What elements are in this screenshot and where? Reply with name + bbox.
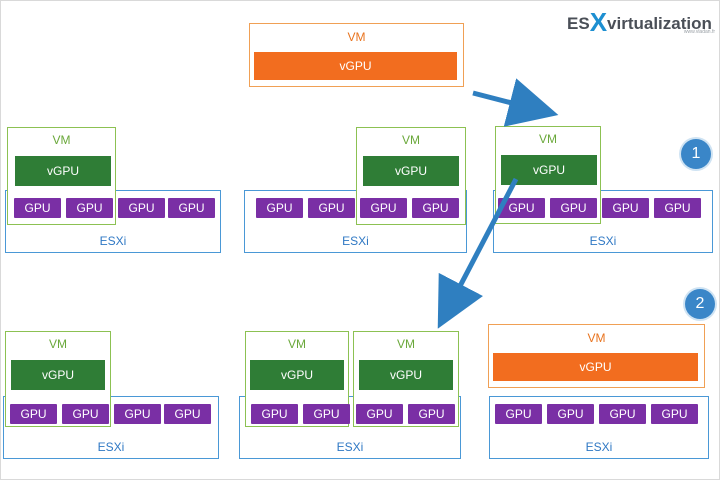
step-badge-1: 1: [681, 139, 711, 169]
gpu-block: GPU: [599, 404, 646, 424]
vgpu-block: vGPU: [254, 52, 457, 80]
gpu-block: GPU: [498, 198, 545, 218]
esxi-label: ESXi: [585, 440, 613, 454]
gpu-block: GPU: [654, 198, 701, 218]
gpu-block: GPU: [412, 198, 459, 218]
gpu-block: GPU: [651, 404, 698, 424]
vgpu-block: vGPU: [11, 360, 105, 390]
vgpu-block: vGPU: [501, 155, 597, 185]
gpu-block: GPU: [550, 198, 597, 218]
esxi-label: ESXi: [589, 234, 617, 248]
gpu-block: GPU: [602, 198, 649, 218]
esx-virtualization-logo: ESXvirtualization www.vladan.fr: [567, 7, 715, 37]
gpu-block: GPU: [164, 404, 211, 424]
vm-label: VM: [539, 132, 557, 146]
vgpu-block: vGPU: [493, 353, 698, 381]
vm-label: VM: [49, 337, 67, 351]
esxi-label: ESXi: [99, 234, 127, 248]
esxi-label: ESXi: [97, 440, 125, 454]
gpu-block: GPU: [308, 198, 355, 218]
gpu-block: GPU: [62, 404, 109, 424]
gpu-block: GPU: [256, 198, 303, 218]
gpu-block: GPU: [14, 198, 61, 218]
gpu-block: GPU: [303, 404, 350, 424]
gpu-block: GPU: [251, 404, 298, 424]
incoming-vm: VM vGPU: [249, 23, 464, 87]
gpu-block: GPU: [495, 404, 542, 424]
gpu-block: GPU: [360, 198, 407, 218]
vm-label: VM: [587, 331, 606, 345]
vgpu-block: vGPU: [15, 156, 111, 186]
vgpu-block: vGPU: [359, 360, 453, 390]
arrow-to-first-host: [472, 78, 559, 127]
placed-vm: VM vGPU: [488, 324, 705, 388]
gpu-block: GPU: [114, 404, 161, 424]
step-badge-2: 2: [685, 289, 715, 319]
esxi-label: ESXi: [336, 440, 364, 454]
vm-label: VM: [397, 337, 415, 351]
gpu-block: GPU: [10, 404, 57, 424]
vm-label: VM: [347, 30, 366, 44]
gpu-block: GPU: [356, 404, 403, 424]
vm-label: VM: [402, 133, 420, 147]
gpu-block: GPU: [168, 198, 215, 218]
vm-label: VM: [52, 133, 71, 147]
gpu-block: GPU: [408, 404, 455, 424]
esxi-label: ESXi: [342, 234, 369, 248]
gpu-block: GPU: [66, 198, 113, 218]
gpu-block: GPU: [547, 404, 594, 424]
vgpu-block: vGPU: [363, 156, 459, 186]
vm-label: VM: [288, 337, 306, 351]
vgpu-block: vGPU: [250, 360, 344, 390]
gpu-block: GPU: [118, 198, 165, 218]
